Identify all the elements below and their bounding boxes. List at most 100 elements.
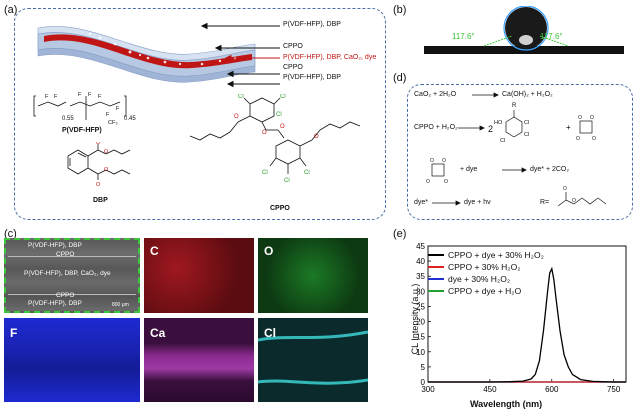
- polymer-name: P(VDF-HFP): [62, 127, 102, 134]
- contact-angle-image: [414, 5, 630, 62]
- eds-map-c: [144, 238, 254, 313]
- legend-item-1: CPPO + 30% H₂O₂: [428, 261, 544, 273]
- reaction-3-right: dye* + 2CO₂: [530, 166, 570, 173]
- droplet-svg: [424, 5, 624, 54]
- svg-text:F: F: [54, 94, 58, 100]
- series-line-0: [428, 266, 626, 383]
- legend-item-2: dye + 30% H₂O₂: [428, 273, 544, 285]
- svg-text:Cl: Cl: [262, 170, 268, 176]
- x-tick-label-3: 750: [607, 385, 621, 394]
- reaction-4-left: dye*: [414, 199, 429, 206]
- svg-text:O: O: [444, 179, 448, 185]
- eds-map-f-label: F: [10, 326, 18, 340]
- polymer-sub-b: 0.45: [124, 116, 136, 122]
- x-tick-label-0: 300: [421, 385, 435, 394]
- eds-map-o: [258, 238, 368, 313]
- panel-d-box: [407, 84, 633, 220]
- svg-text:Cl: Cl: [524, 132, 529, 138]
- r-substituent-label: R: [512, 103, 517, 109]
- cppo-structure: Cl Cl Cl Cl Cl Cl O O O O: [189, 94, 361, 184]
- panel-d-label: (d): [393, 72, 407, 84]
- sem-scale-bar: 800 μm: [112, 302, 129, 308]
- svg-text:O: O: [96, 142, 101, 146]
- svg-text:O: O: [592, 136, 596, 142]
- svg-text:O: O: [104, 149, 109, 155]
- y-tick-label-3: 15: [416, 333, 425, 342]
- eds-map-ca-label: Ca: [150, 326, 166, 340]
- eds-map-c-label: C: [150, 244, 159, 258]
- layer-label-cppo-1: CPPO: [283, 43, 303, 50]
- svg-text:+: +: [566, 123, 571, 132]
- svg-text:F: F: [88, 92, 92, 98]
- svg-text:O: O: [442, 158, 446, 164]
- svg-text:O: O: [234, 114, 239, 120]
- sem-label-5: P(VDF-HFP), DBP: [28, 300, 82, 307]
- svg-text:F: F: [78, 92, 82, 98]
- svg-text:O: O: [572, 198, 576, 204]
- layer-label-middle: P(VDF-HFP), DBP, CaO₂, dye: [283, 54, 377, 61]
- svg-text:O: O: [576, 136, 580, 142]
- legend-item-0: CPPO + dye + 30% H₂O₂: [428, 249, 544, 261]
- y-tick-label-9: 45: [416, 242, 425, 251]
- eds-map-o-label: O: [264, 244, 274, 258]
- cl-bands-svg: [257, 330, 369, 385]
- panel-a-box: [14, 8, 386, 220]
- eds-map-cl-label: Cl: [264, 326, 276, 340]
- svg-text:Cl: Cl: [276, 112, 282, 118]
- laminate-illustration: [37, 26, 256, 83]
- x-tick-label-1: 450: [483, 385, 497, 394]
- reaction-4-right: dye + hν: [464, 199, 491, 206]
- svg-text:F: F: [45, 94, 49, 100]
- y-tick-label-2: 10: [416, 348, 425, 357]
- svg-text:F: F: [116, 106, 120, 112]
- svg-text:O: O: [96, 182, 101, 188]
- contact-angle-right: 117.6°: [540, 32, 563, 41]
- y-tick-label-4: 20: [416, 318, 425, 327]
- reaction-1-right: Ca(OH)₂ + H₂O₂: [502, 91, 553, 98]
- sem-image: [4, 238, 140, 313]
- eds-map-f: [4, 318, 140, 402]
- svg-text:O: O: [262, 130, 267, 136]
- legend-item-3: CPPO + dye + H₂O: [428, 285, 544, 297]
- reaction-1-left: CaO₂ + 2H₂O: [414, 91, 457, 98]
- sem-label-4: CPPO: [56, 292, 75, 299]
- panel-a-label: (a): [4, 4, 18, 16]
- reaction-2-left: CPPO + H₂O₂: [414, 124, 458, 131]
- layer-label-cppo-2: CPPO: [283, 64, 303, 71]
- y-tick-label-8: 40: [416, 257, 425, 266]
- layer-arrows: [200, 22, 280, 88]
- svg-text:O: O: [563, 186, 567, 192]
- dbp-structure: OO OO: [67, 142, 131, 188]
- contact-angle-left: 117.6°: [452, 32, 475, 41]
- panel-c-label: (c): [4, 228, 17, 240]
- svg-text:Cl: Cl: [304, 170, 310, 176]
- x-tick-label-2: 600: [545, 385, 559, 394]
- svg-text:Cl: Cl: [280, 94, 286, 100]
- svg-text:HO: HO: [494, 120, 503, 126]
- svg-text:O: O: [280, 124, 285, 130]
- dbp-name: DBP: [93, 197, 108, 204]
- sem-label-2: CPPO: [56, 251, 75, 258]
- chart-legend: CPPO + dye + 30% H₂O₂ CPPO + 30% H₂O₂ dy…: [428, 249, 544, 297]
- svg-text:Cl: Cl: [500, 138, 505, 144]
- chart-ylabel: CL Intensity (a.u.): [410, 283, 420, 355]
- svg-text:CF₃: CF₃: [108, 120, 118, 126]
- svg-text:Cl: Cl: [284, 178, 290, 184]
- svg-text:O: O: [426, 179, 430, 185]
- y-tick-label-1: 5: [421, 363, 426, 372]
- layer-label-top: P(VDF-HFP), DBP: [283, 21, 341, 28]
- cppo-name: CPPO: [270, 205, 290, 212]
- sem-label-3: P(VDF-HFP), DBP, CaO₂, dye: [24, 270, 111, 277]
- svg-text:F: F: [106, 112, 110, 118]
- svg-text:O: O: [430, 158, 434, 164]
- sem-label-1: P(VDF-HFP), DBP: [28, 242, 82, 249]
- svg-text:O: O: [314, 134, 319, 140]
- panel-b-label: (b): [393, 4, 407, 16]
- eds-map-ca: [144, 318, 254, 402]
- panel-e-label: (e): [393, 228, 407, 240]
- svg-text:Cl: Cl: [238, 94, 244, 100]
- y-tick-label-6: 30: [416, 287, 425, 296]
